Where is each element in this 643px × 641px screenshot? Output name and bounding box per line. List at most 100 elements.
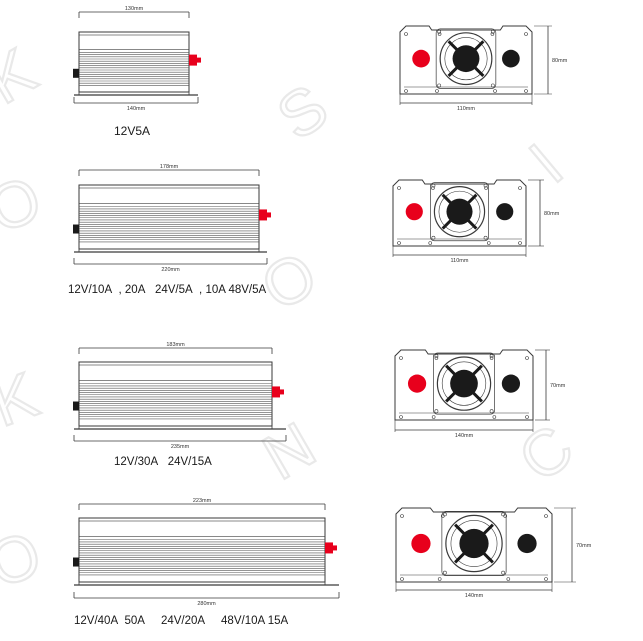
output-connector [272, 386, 280, 398]
screw-hole [518, 241, 522, 245]
fan-hub [446, 198, 473, 225]
screw-hole [544, 577, 548, 581]
screw-hole [404, 32, 408, 36]
fan-screw [501, 570, 506, 575]
screw-hole [489, 356, 494, 360]
front-height-dim-label: 70mm [576, 543, 592, 549]
model-caption-3: 12V/30A 24V/15A [114, 456, 212, 468]
fan-inner-ring [441, 361, 487, 406]
fan-frame [433, 352, 495, 415]
side-views: 130mm 140mm 178mm 220mm 183mm 235mm 223mm 280mm [73, 6, 340, 607]
positive-terminal [407, 374, 427, 393]
fan-hub [459, 528, 489, 559]
fan-screw [437, 29, 442, 34]
fan-screw [490, 29, 495, 34]
screw-hole [428, 241, 433, 245]
model-caption-4: 12V/40A 50A 24V/20A 48V/10A 15A [74, 615, 289, 627]
screw-hole [525, 356, 529, 360]
side-view-4: 223mm 280mm [73, 498, 340, 607]
front-view-4: 140mm 70mm [395, 507, 592, 599]
fan-frame [441, 511, 507, 576]
watermark-letter: S [264, 70, 340, 153]
screw-hole [399, 356, 403, 360]
input-plug [73, 557, 79, 567]
screw-hole [490, 32, 495, 36]
screw-hole [400, 577, 404, 581]
screw-hole [524, 32, 528, 36]
front-height-dim-label: 80mm [552, 58, 568, 64]
side-top-dim-label: 183mm [166, 342, 185, 348]
output-connector [259, 209, 267, 221]
output-connector [325, 542, 333, 554]
side-bottom-dim-label: 235mm [171, 444, 190, 450]
housing-top-band [78, 187, 260, 204]
screw-hole [525, 415, 529, 419]
fan-screw [501, 512, 506, 517]
front-width-dim-label: 110mm [451, 258, 469, 264]
fan-screw [489, 409, 494, 414]
front-width-dim-label: 140mm [465, 593, 484, 599]
side-bottom-dim-label: 280mm [197, 601, 216, 607]
positive-terminal [405, 203, 423, 221]
fan-screw [434, 409, 439, 414]
fan-screw [437, 83, 442, 88]
fan-inner-ring [450, 520, 498, 567]
screw-hole [524, 89, 528, 93]
negative-terminal [502, 49, 520, 68]
output-connector-tip [197, 57, 201, 63]
negative-terminal [517, 533, 537, 554]
front-width-dim-label: 140mm [455, 433, 474, 439]
output-connector [189, 54, 197, 66]
side-top-dim-label: 130mm [125, 6, 144, 12]
screw-hole [397, 186, 401, 190]
watermark-letter: O [249, 237, 328, 324]
screw-hole [518, 186, 522, 190]
housing-body [78, 361, 273, 427]
screw-hole [435, 89, 439, 93]
housing-top-band [78, 34, 190, 50]
watermark-letter: K [0, 34, 47, 118]
fan-screw [490, 83, 495, 88]
side-bottom-dim-label: 140mm [127, 106, 146, 112]
screw-hole [404, 89, 408, 93]
screw-hole [399, 415, 403, 419]
housing-top-band [78, 364, 273, 381]
fan-screw [442, 512, 447, 517]
fan-frame [430, 182, 489, 242]
front-height-dim-label: 80mm [544, 211, 560, 217]
fan-screw [442, 570, 447, 575]
watermark-letter: C [505, 411, 587, 496]
housing-body [78, 517, 326, 583]
screw-hole [437, 32, 442, 36]
screw-hole [544, 514, 548, 518]
front-view-2: 110mm 80mm [392, 179, 560, 264]
negative-terminal [496, 203, 514, 221]
side-view-2: 178mm 220mm [73, 164, 271, 273]
screw-hole [437, 577, 442, 581]
output-connector-tip [267, 212, 271, 218]
input-plug [73, 224, 79, 234]
side-top-dim-label: 178mm [160, 164, 179, 170]
housing-body [78, 184, 260, 250]
fan-screw [489, 354, 494, 358]
fan-screw [434, 354, 439, 358]
fan-screw [483, 235, 488, 240]
watermark-letter: O [0, 517, 50, 602]
side-top-dim-label: 223mm [193, 498, 212, 504]
screw-hole [493, 89, 497, 93]
screw-hole [431, 186, 435, 190]
fan-screw [431, 183, 436, 188]
screw-hole [492, 415, 497, 419]
screw-hole [434, 356, 439, 360]
screw-hole [400, 514, 404, 518]
screw-hole [397, 241, 401, 245]
fan-hub [452, 45, 480, 73]
side-bottom-dim-label: 220mm [161, 267, 180, 273]
screw-hole [484, 186, 488, 190]
input-plug [73, 68, 79, 78]
screw-hole [486, 241, 491, 245]
fan-screw [483, 183, 488, 188]
output-connector-tip [333, 545, 337, 551]
